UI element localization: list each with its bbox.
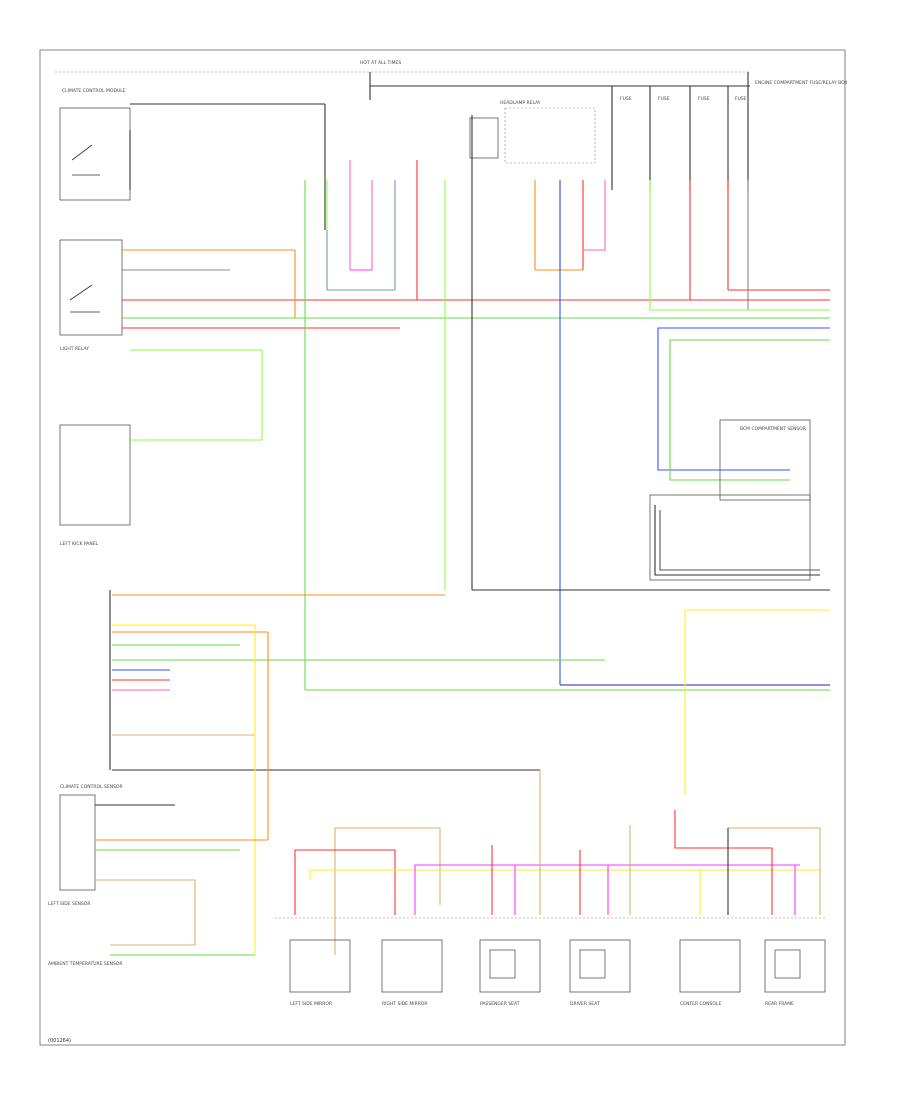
svg-text:FUSE: FUSE [698,96,710,102]
ambient-sensor-label: AMBIENT TEMPERATURE SENSOR [48,961,123,967]
svg-text:FUSE: FUSE [620,96,632,102]
switch-symbol [71,144,100,176]
bottom-label-4: DRIVER SEAT [570,1001,600,1007]
light-relay-label: LIGHT RELAY [60,346,89,352]
left-kickpanel-box [59,424,131,526]
light-relay-box [59,239,123,336]
relay-switch-group [504,107,596,164]
top-fuse-label: HOT AT ALL TIMES [360,60,401,66]
blue-right-loop [657,327,830,471]
right-module-label: BCM COMPARTMENT SENSOR [740,426,806,432]
light-green-loop [130,349,263,441]
bottom-components [289,939,826,993]
relay-switch [69,284,100,313]
svg-text:FUSE: FUSE [735,96,747,102]
diagram-frame [39,49,846,1046]
bottom-label-2: RIGHT SIDE MIRROR [382,1001,428,1007]
sensor-tan [95,879,196,946]
diagram-reference: (001264) [48,1038,71,1044]
green-right-loop [669,339,830,481]
black-loop-1 [654,505,820,576]
climate-sensor-label: CLIMATE CONTROL SENSOR [60,784,123,790]
bottom-box-1 [289,939,351,993]
bottom-box-5 [679,939,741,993]
left-kickpanel-label: LEFT KICK PANEL [60,541,99,547]
bottom-box-3 [479,939,541,993]
headlamp-relay-label: HEADLAMP RELAY [500,100,541,106]
climate-control-label: CLIMATE CONTROL MODULE [62,88,126,94]
bottom-magenta [414,864,800,915]
slate-loop [326,230,395,291]
bottom-label-6: REAR FRAME [765,1001,794,1007]
bottom-yellow [309,869,820,880]
bottom-box-6 [764,939,826,993]
climate-sensor-box [59,794,96,891]
engine-relay-label: ENGINE COMPARTMENT FUSE/RELAY BOX [755,80,848,86]
bottom-box-4 [569,939,631,993]
bottom-tan-1 [334,827,441,955]
climate-control-box [59,107,131,201]
sensor-left-label: LEFT SIDE SENSOR [48,901,91,907]
svg-text:FUSE: FUSE [658,96,670,102]
bottom-red-4 [674,810,773,915]
bottom-label-5: CENTER CONSOLE [680,1001,721,1007]
upper-wire-bundle [304,115,749,690]
bottom-red-1 [294,849,396,915]
right-module-box [719,419,811,501]
bottom-label-1: LEFT SIDE MIRROR [290,1001,332,1007]
bottom-box-2 [381,939,443,993]
right-lower-module [649,494,811,581]
bottom-tan-4 [728,827,821,915]
fuse-group: FUSE FUSE FUSE FUSE [611,72,749,190]
headlamp-relay-box [469,117,499,159]
black-loop-2 [659,510,820,571]
bottom-label-3: PASSENGER SEAT [480,1001,520,1007]
